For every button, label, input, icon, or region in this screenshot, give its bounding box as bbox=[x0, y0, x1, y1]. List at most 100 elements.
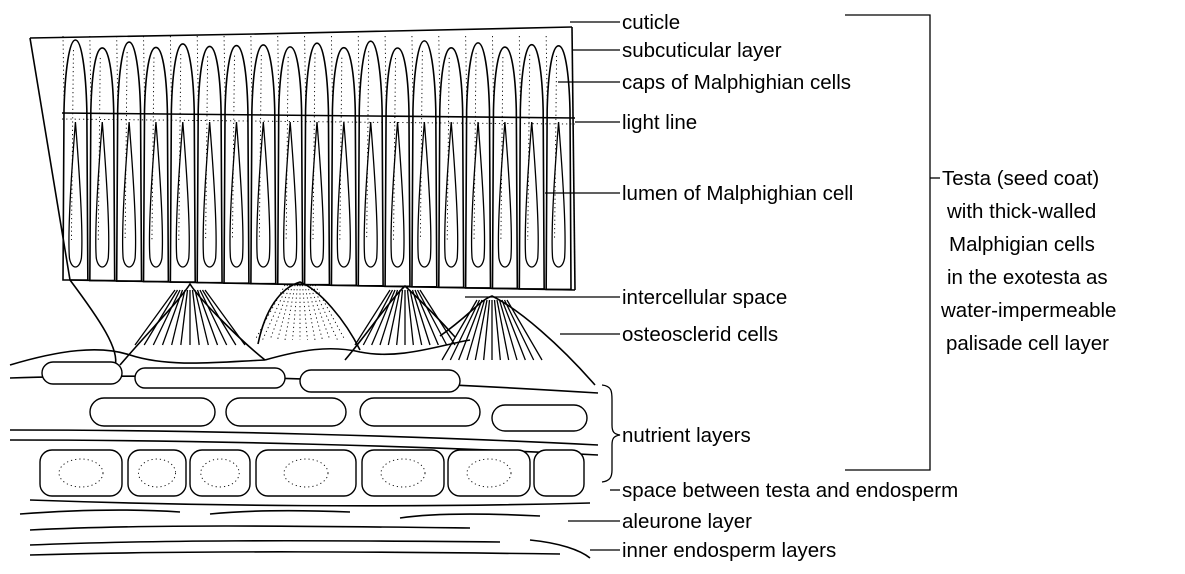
endosperm-line bbox=[20, 510, 180, 514]
endosperm-line bbox=[30, 541, 500, 545]
malphighian-cell bbox=[170, 44, 195, 282]
cell-wall-dots bbox=[251, 36, 252, 100]
osteosclerid-fibre bbox=[459, 300, 482, 360]
osteosclerid-fibre bbox=[153, 290, 180, 345]
cell-lumen bbox=[552, 122, 565, 267]
palisade-cells bbox=[63, 36, 571, 289]
inner-endosperm-drawing bbox=[20, 510, 590, 558]
cell-lumen bbox=[284, 122, 297, 267]
malphighian-cell bbox=[412, 41, 437, 287]
osteosclerid-fibre bbox=[408, 290, 414, 345]
cell-wall-dots bbox=[519, 36, 520, 100]
testa-text-line: in the exotesta as bbox=[947, 266, 1108, 289]
cell-lumen bbox=[69, 122, 82, 267]
cell-wall-dots bbox=[224, 36, 225, 100]
labels: cuticle subcuticular layer caps of Malph… bbox=[622, 11, 1116, 562]
label-space-between: space between testa and endosperm bbox=[622, 479, 958, 502]
malphighian-cell bbox=[492, 47, 517, 288]
cell-lumen bbox=[96, 122, 109, 267]
malphighian-cell bbox=[519, 45, 544, 289]
osteosclerid-outline bbox=[120, 284, 265, 365]
palisade-right-edge bbox=[572, 27, 575, 290]
aleurone-cell bbox=[256, 450, 356, 496]
cell-wall-dots bbox=[358, 36, 359, 100]
aleurone-cell bbox=[448, 450, 530, 496]
cell-lumen bbox=[123, 122, 136, 267]
aleurone-cell bbox=[40, 450, 122, 496]
malphighian-cell bbox=[439, 48, 464, 288]
cell-wall-dots bbox=[63, 36, 64, 100]
layer-line bbox=[30, 500, 590, 506]
nutrient-cell bbox=[42, 362, 122, 384]
label-intercellular-space: intercellular space bbox=[622, 286, 787, 309]
cell-wall-dots bbox=[90, 36, 91, 100]
osteosclerid-fibre bbox=[270, 285, 290, 340]
osteosclerid-fibre bbox=[415, 290, 438, 345]
nutrient-cell bbox=[492, 405, 587, 431]
osteosclerid-fibre bbox=[410, 290, 422, 345]
cell-wall-dots bbox=[385, 36, 386, 100]
osteosclerid-fibre bbox=[135, 290, 175, 345]
osteosclerid-fibre bbox=[484, 300, 490, 360]
osteosclerid-fibre bbox=[193, 290, 200, 345]
osteosclerid-fibre bbox=[200, 290, 227, 345]
cell-wall-dots bbox=[492, 36, 493, 100]
cell-lumen bbox=[230, 122, 243, 267]
light-line bbox=[62, 113, 575, 118]
osteosclerid-fibre bbox=[475, 300, 487, 360]
aleurone-cell bbox=[534, 450, 584, 496]
malphighian-cell bbox=[305, 43, 330, 285]
label-cuticle: cuticle bbox=[622, 11, 680, 34]
osteosclerid-outline bbox=[345, 286, 455, 360]
cell-lumen bbox=[391, 122, 404, 267]
osteosclerid-fibre bbox=[263, 285, 288, 340]
cell-lumen bbox=[498, 122, 511, 267]
aleurone-cell bbox=[128, 450, 186, 496]
aleurone-cell bbox=[362, 450, 444, 496]
osteosclerid-fibre bbox=[205, 290, 245, 345]
testa-text-line: palisade cell layer bbox=[946, 332, 1109, 355]
testa-text-line: Malphigian cells bbox=[949, 233, 1095, 256]
osteosclerid-fibre bbox=[255, 285, 285, 340]
cell-wall-dots bbox=[144, 36, 145, 100]
nutrient-cell bbox=[300, 370, 460, 392]
osteosclerid-outline bbox=[70, 280, 116, 366]
label-inner-endosperm: inner endosperm layers bbox=[622, 539, 836, 562]
malphighian-cell bbox=[466, 43, 491, 288]
cell-wall-dots bbox=[278, 36, 279, 100]
malphighian-cell bbox=[90, 48, 115, 281]
cuticle-line bbox=[30, 27, 572, 38]
cell-wall-dots bbox=[197, 36, 198, 100]
testa-text-line: water-impermeable bbox=[940, 299, 1116, 322]
cell-lumen bbox=[203, 122, 216, 267]
cell-lumen bbox=[445, 122, 458, 267]
malphighian-cell bbox=[251, 45, 276, 284]
cell-lumen bbox=[364, 122, 377, 267]
osteosclerid-fibre bbox=[497, 300, 509, 360]
cell-wall-dots bbox=[466, 36, 467, 100]
cell-lumen bbox=[176, 122, 189, 267]
nutrient-cell bbox=[226, 398, 346, 426]
aleurone-cell bbox=[190, 450, 250, 496]
cell-lumen bbox=[525, 122, 538, 267]
osteosclerid-fibre bbox=[355, 290, 390, 345]
osteosclerid-fibre bbox=[278, 285, 293, 340]
endosperm-line bbox=[530, 540, 590, 558]
cell-wall-dots bbox=[439, 36, 440, 100]
nutrient-cell bbox=[360, 398, 480, 426]
cell-lumen bbox=[472, 122, 485, 267]
malphighian-cell bbox=[197, 46, 222, 282]
endosperm-line bbox=[30, 552, 560, 555]
malphighian-cell bbox=[117, 42, 142, 281]
osteosclerid-fibre bbox=[507, 300, 542, 360]
osteosclerid-fibre bbox=[181, 290, 188, 345]
osteosclerid-fibre bbox=[315, 285, 345, 340]
cell-lumen bbox=[257, 122, 270, 267]
layer-line bbox=[10, 430, 598, 445]
endosperm-line bbox=[400, 514, 540, 518]
endosperm-line bbox=[30, 526, 470, 530]
cell-wall-dots bbox=[117, 36, 118, 100]
osteosclerid-fibre bbox=[495, 300, 501, 360]
